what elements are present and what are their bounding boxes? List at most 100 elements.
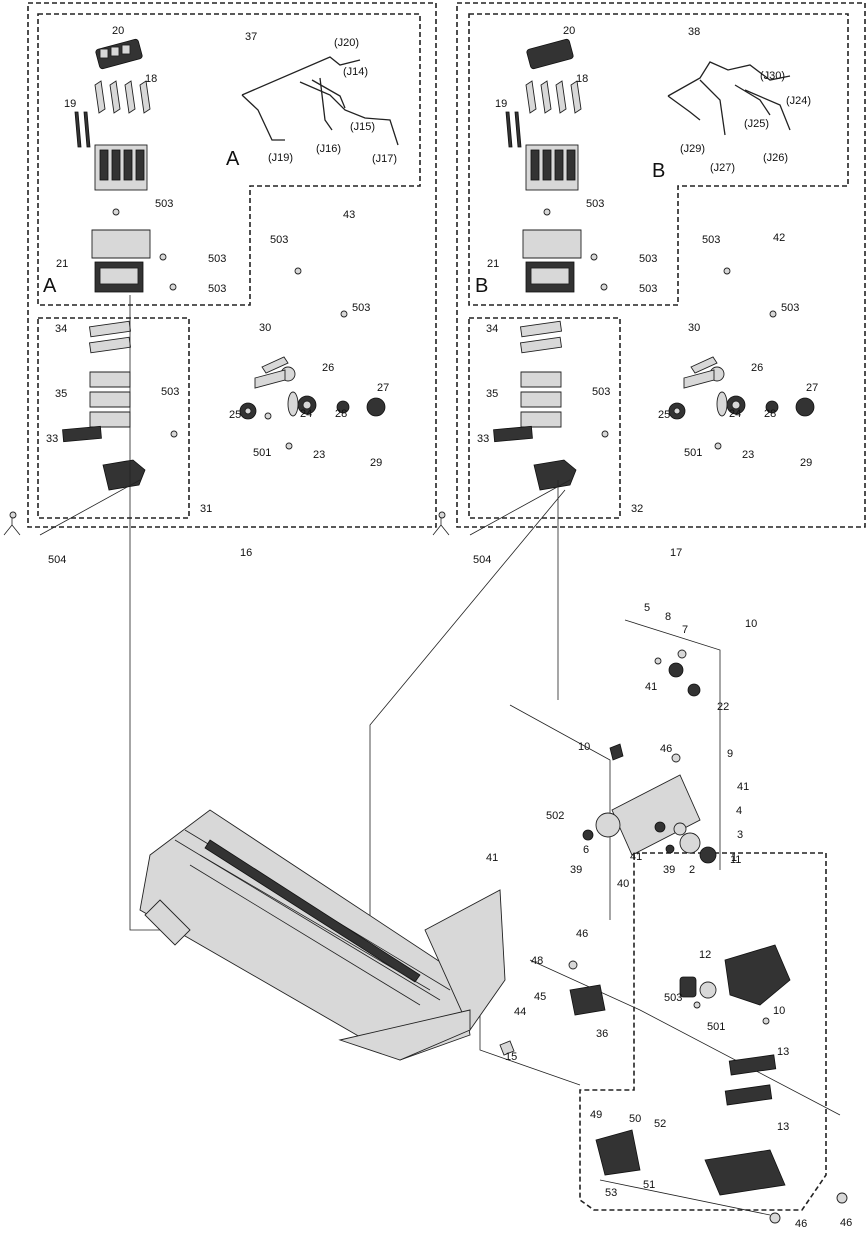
label-21-right: 21 (487, 258, 499, 270)
part-20-left (95, 38, 143, 70)
label-29-left: 29 (370, 457, 382, 469)
label-33-left: 33 (46, 433, 58, 445)
label-46-a: 46 (660, 743, 672, 755)
label-j24: (J24) (786, 95, 811, 107)
label-13-b: 13 (777, 1121, 789, 1133)
label-15: 15 (505, 1051, 517, 1063)
label-10-c: 10 (773, 1005, 785, 1017)
label-1: 1 (731, 852, 737, 864)
label-46-b: 46 (576, 928, 588, 940)
label-19-right: 19 (495, 98, 507, 110)
label-24-right: 24 (729, 408, 741, 420)
label-44: 44 (514, 1006, 526, 1018)
label-20-right: 20 (563, 25, 575, 37)
parts-34-35-33-left (62, 320, 146, 491)
label-503-k: 503 (781, 302, 799, 314)
label-2: 2 (689, 864, 695, 876)
label-501-c: 501 (707, 1021, 725, 1033)
label-501-right: 501 (684, 447, 702, 459)
label-ref-a-1: A (43, 275, 57, 297)
label-26-right: 26 (751, 362, 763, 374)
label-502: 502 (546, 810, 564, 822)
part-19-left (74, 111, 91, 148)
carriage-head-right (522, 144, 582, 293)
label-17: 17 (670, 547, 682, 559)
label-53: 53 (605, 1187, 617, 1199)
gear-train-left (239, 356, 386, 420)
group-32-boundary (468, 317, 621, 519)
part-18-right (525, 80, 582, 114)
printer-chassis (139, 809, 506, 1061)
label-25-right: 25 (658, 409, 670, 421)
label-j19: (J19) (268, 152, 293, 164)
label-49: 49 (590, 1109, 602, 1121)
label-30-left: 30 (259, 322, 271, 334)
label-27-left: 27 (377, 382, 389, 394)
label-31: 31 (200, 503, 212, 515)
label-503-m: 503 (664, 992, 682, 1004)
label-6: 6 (583, 844, 589, 856)
label-j15: (J15) (350, 121, 375, 133)
label-34-right: 34 (486, 323, 498, 335)
label-503-c: 503 (208, 283, 226, 295)
group-16-boundary (27, 2, 437, 528)
label-ref-b-1: B (652, 160, 665, 182)
label-16: 16 (240, 547, 252, 559)
label-12: 12 (699, 949, 711, 961)
label-28-left: 28 (335, 408, 347, 420)
label-50: 50 (629, 1113, 641, 1125)
label-20-left: 20 (112, 25, 124, 37)
label-33-right: 33 (477, 433, 489, 445)
label-22: 22 (717, 701, 729, 713)
screw-symbols (9, 208, 848, 1224)
label-35-right: 35 (486, 388, 498, 400)
part-37-harness (241, 56, 399, 146)
group-11-boundary (579, 852, 827, 1211)
label-39-a: 39 (570, 864, 582, 876)
label-41-c: 41 (630, 851, 642, 863)
label-j30: (J30) (760, 70, 785, 82)
label-28-right: 28 (764, 408, 776, 420)
label-j25: (J25) (744, 118, 769, 130)
label-36: 36 (596, 1028, 608, 1040)
label-46-c: 46 (840, 1217, 852, 1229)
label-18-left: 18 (145, 73, 157, 85)
label-503-g: 503 (586, 198, 604, 210)
label-503-a: 503 (155, 198, 173, 210)
label-j20: (J20) (334, 37, 359, 49)
label-41-d: 41 (486, 852, 498, 864)
label-503-l: 503 (592, 386, 610, 398)
label-3: 3 (737, 829, 743, 841)
label-503-j: 503 (639, 283, 657, 295)
label-504-left: 504 (48, 554, 66, 566)
label-30-right: 30 (688, 322, 700, 334)
label-504-right: 504 (473, 554, 491, 566)
label-26-left: 26 (322, 362, 334, 374)
label-j29: (J29) (680, 143, 705, 155)
group-31-boundary (37, 317, 190, 519)
group-42-boundary (468, 13, 849, 306)
label-j14: (J14) (343, 66, 368, 78)
label-11: 11 (730, 854, 741, 866)
label-10-a: 10 (745, 618, 757, 630)
label-4: 4 (736, 805, 742, 817)
label-51: 51 (643, 1179, 655, 1191)
label-18-right: 18 (576, 73, 588, 85)
part-20-right (526, 38, 574, 70)
label-10-b: 10 (578, 741, 590, 753)
label-40: 40 (617, 878, 629, 890)
label-38: 38 (688, 26, 700, 38)
label-7: 7 (682, 624, 688, 636)
label-ref-a-2: A (226, 148, 240, 170)
label-42: 42 (773, 232, 785, 244)
label-21-left: 21 (56, 258, 68, 270)
label-25-left: 25 (229, 409, 241, 421)
label-37: 37 (245, 31, 257, 43)
label-503-i: 503 (639, 253, 657, 265)
label-23-right: 23 (742, 449, 754, 461)
label-23-left: 23 (313, 449, 325, 461)
label-35-left: 35 (55, 388, 67, 400)
callout-labels: 20 18 19 503 21 503 503 A 37 (J20) (J14)… (43, 25, 852, 1230)
leader-lines (3, 295, 841, 1216)
label-48: 48 (531, 955, 543, 967)
